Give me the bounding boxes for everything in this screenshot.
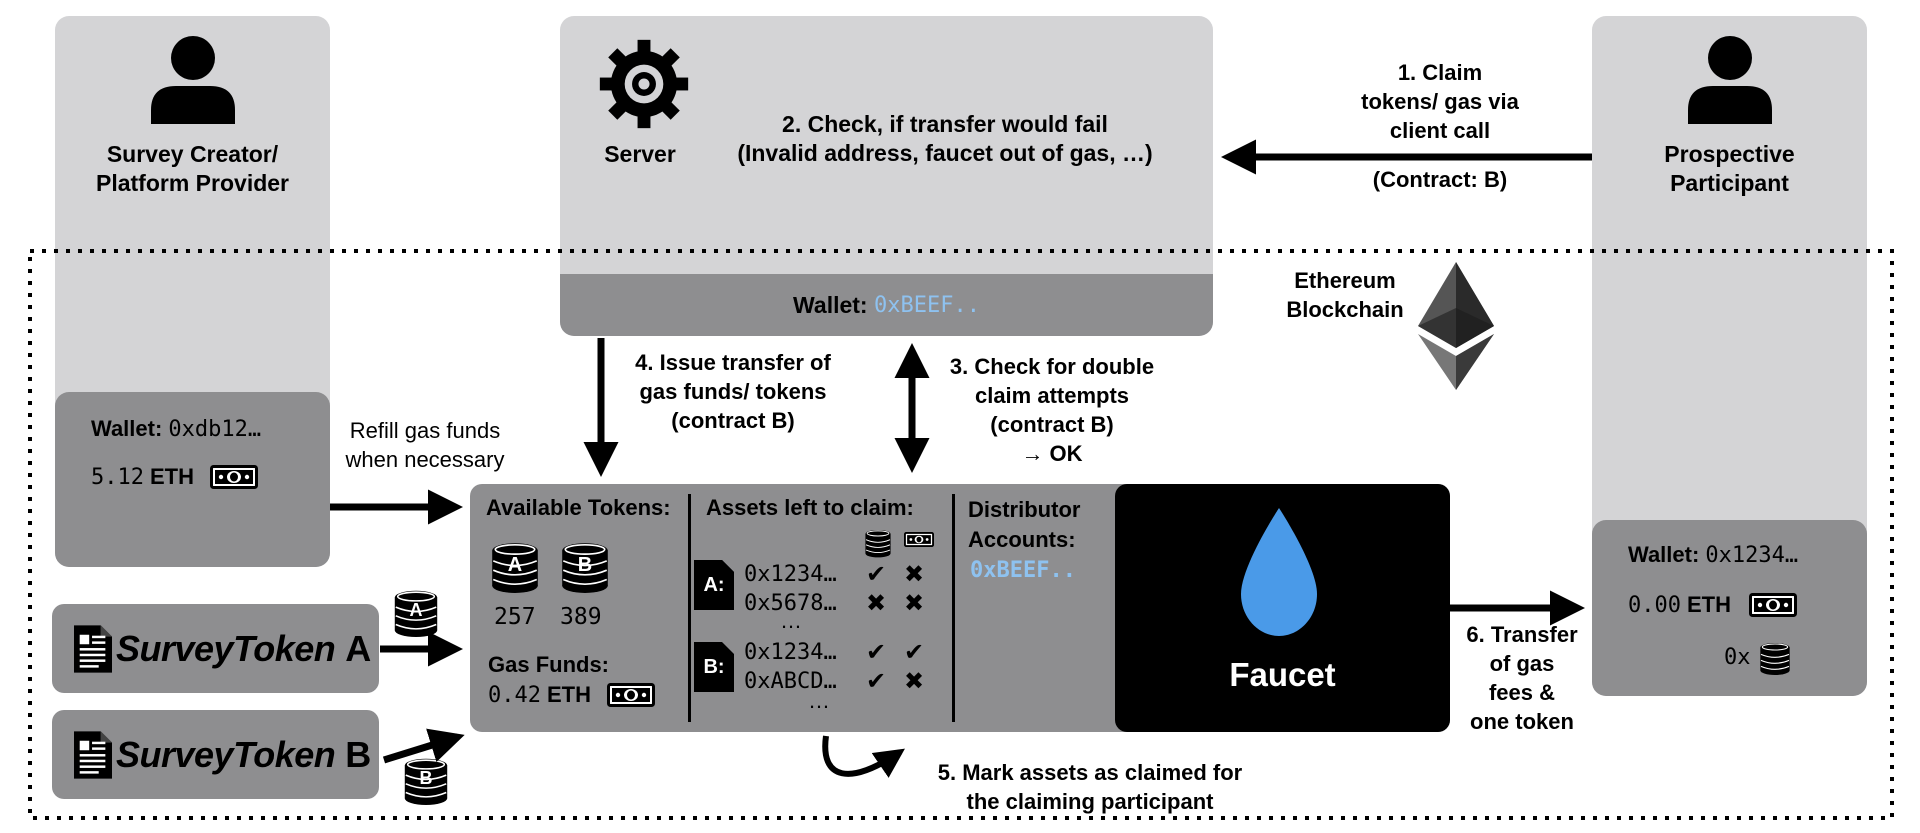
- token-b-letter: B: [345, 733, 372, 775]
- creator-person-icon: [148, 34, 238, 124]
- cross-icon: ✖: [903, 590, 925, 617]
- step-1-text: 1. Claim tokens/ gas via client call (Co…: [1361, 60, 1519, 192]
- step-3-text: 3. Check for double claim attempts (cont…: [949, 354, 1155, 466]
- creator-eth-unit: ETH: [149, 464, 194, 489]
- banknote-icon: [607, 683, 655, 707]
- token-b-name: SurveyToken: [116, 733, 336, 775]
- group-a-row-2: 0x5678… ✖ ✖: [744, 589, 932, 618]
- participant-label: Prospective Participant: [1664, 141, 1795, 196]
- step-6-text: 6. Transfer of gas fees & one token: [1466, 622, 1578, 734]
- token-b-coin: B: [402, 752, 450, 806]
- participant-wallet: Wallet: 0x1234… 0.00 ETH 0x: [1592, 520, 1867, 696]
- participant-eth-balance: 0.00: [1628, 592, 1681, 618]
- token-a-letter: A: [345, 627, 372, 669]
- banknote-icon: [210, 465, 258, 489]
- distributor-title: Distributor Accounts:: [968, 497, 1081, 552]
- group-b-row-1: 0x1234… ✔ ✔: [744, 638, 932, 667]
- group-b-row-2: 0xABCD… ✔ ✖: [744, 667, 932, 696]
- droplet-icon: [1241, 508, 1317, 636]
- ethereum-icon: [1418, 262, 1494, 390]
- faucet-divider-1: [688, 494, 691, 722]
- gas-funds-value: 0.42: [488, 682, 541, 708]
- group-a-ellipsis: …: [780, 608, 802, 633]
- banknote-icon: [904, 532, 934, 547]
- token-b-count: 389: [560, 604, 602, 630]
- token-a-coin: A: [392, 584, 440, 638]
- token-b-stack: B: [560, 536, 610, 594]
- step-4-text: 4. Issue transfer of gas funds/ tokens (…: [635, 350, 831, 433]
- group-a-doc: A:: [694, 560, 734, 610]
- group-b-doc: B:: [694, 642, 734, 692]
- cross-icon: ✖: [865, 590, 887, 617]
- creator-eth-balance: 5.12: [91, 464, 144, 490]
- creator-wallet-label: Wallet:: [91, 416, 163, 441]
- step-2-text: 2. Check, if transfer would fail (Invali…: [737, 111, 1153, 166]
- token-a-stack: A: [490, 536, 540, 594]
- document-icon: [74, 625, 112, 673]
- check-icon: ✔: [865, 639, 887, 666]
- arrow-step-5: [822, 735, 905, 778]
- group-a-row-1: 0x1234… ✔ ✖: [744, 560, 932, 589]
- creator-label: Survey Creator/ Platform Provider: [96, 141, 289, 196]
- participant-wallet-address: 0x1234…: [1705, 543, 1799, 568]
- banknote-icon: [1749, 593, 1797, 617]
- cross-icon: ✖: [903, 668, 925, 695]
- participant-token-count: 0x: [1724, 644, 1751, 670]
- server-wallet-address: 0xBEEF..: [873, 292, 980, 318]
- creator-wallet-address: 0xdb12…: [168, 417, 262, 442]
- server-wallet: Wallet: 0xBEEF..: [560, 274, 1213, 336]
- check-icon: ✔: [903, 639, 925, 666]
- participant-wallet-label: Wallet:: [1628, 542, 1700, 567]
- creator-wallet: Wallet: 0xdb12… 5.12 ETH: [55, 392, 330, 567]
- faucet-divider-2: [952, 494, 955, 722]
- survey-token-a: SurveyToken A: [52, 604, 379, 693]
- participant-eth-unit: ETH: [1686, 592, 1731, 617]
- faucet-title: Faucet: [1229, 656, 1336, 693]
- check-icon: ✔: [865, 561, 887, 588]
- token-a-name: SurveyToken: [116, 627, 336, 669]
- cross-icon: ✖: [903, 561, 925, 588]
- gas-funds-title: Gas Funds:: [488, 652, 610, 677]
- available-tokens-title: Available Tokens:: [486, 495, 671, 520]
- assets-title: Assets left to claim:: [706, 495, 914, 520]
- server-wallet-label: Wallet:: [793, 291, 868, 318]
- token-a-count: 257: [494, 604, 536, 630]
- gas-funds-row: 0.42 ETH: [488, 682, 655, 708]
- check-icon: ✔: [865, 668, 887, 695]
- refill-text: Refill gas funds when necessary: [345, 418, 505, 472]
- coin-stack-icon: [1759, 638, 1791, 676]
- group-b-ellipsis: …: [808, 688, 830, 713]
- distributor-address: 0xBEEF..: [970, 558, 1076, 583]
- server-label: Server: [604, 141, 676, 167]
- coin-stack-icon: [864, 526, 892, 558]
- participant-person-icon: [1685, 34, 1775, 124]
- gear-icon: [599, 39, 689, 129]
- token-b-mini-label: [1592, 520, 1593, 521]
- blockchain-label: Ethereum Blockchain: [1286, 268, 1404, 322]
- gas-funds-unit: ETH: [546, 682, 591, 707]
- document-icon: [74, 731, 112, 779]
- step-5-text: 5. Mark assets as claimed for the claimi…: [937, 760, 1243, 814]
- survey-token-b: SurveyToken B: [52, 710, 379, 799]
